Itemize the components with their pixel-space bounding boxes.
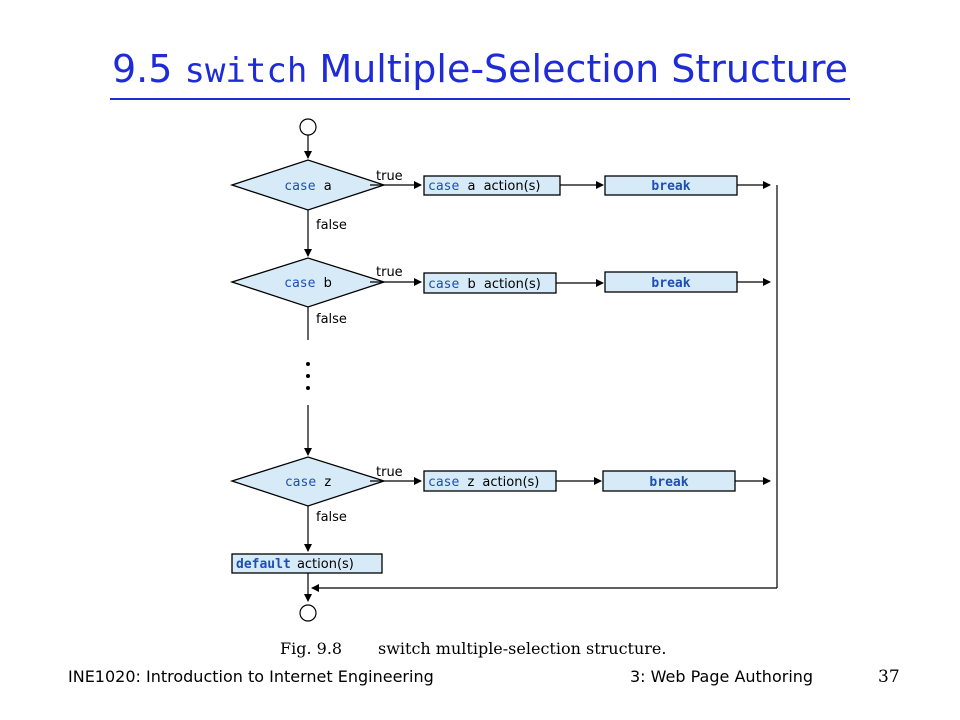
false-label: false [316, 312, 347, 327]
title-text: Multiple-Selection Structure [319, 47, 849, 91]
action-suffix: action(s) [482, 475, 539, 490]
case-keyword: case [284, 179, 315, 194]
footer-course: INE1020: Introduction to Internet Engine… [68, 667, 434, 686]
action-suffix: action(s) [484, 277, 541, 292]
true-label: true [376, 265, 403, 280]
svg-text:case b: case b [284, 276, 332, 291]
case-keyword: case [428, 179, 459, 194]
svg-text:case a: case a [284, 179, 331, 194]
case-b-action-name: b [467, 277, 475, 292]
case-a-label: a [324, 179, 332, 194]
case-keyword: case [284, 276, 315, 291]
page-number: 37 [878, 667, 900, 687]
break-label: break [651, 276, 690, 291]
start-node [299, 118, 317, 136]
false-label: false [316, 510, 347, 525]
figure-number: Fig. 9.8 [280, 639, 342, 658]
true-label: true [376, 465, 403, 480]
false-label: false [316, 218, 347, 233]
true-label: true [376, 169, 403, 184]
figure-caption: switch multiple-selection structure. [378, 639, 666, 658]
ellipsis-dot [306, 362, 310, 366]
action-suffix: action(s) [297, 557, 354, 572]
ellipsis-dot [306, 374, 310, 378]
end-node [299, 604, 317, 622]
case-keyword: case [285, 475, 316, 490]
ellipsis-dot [306, 386, 310, 390]
default-keyword: default [236, 557, 291, 572]
footer-section: 3: Web Page Authoring [630, 667, 814, 686]
slide-title: 9.5 switch Multiple-Selection Structure [0, 46, 960, 100]
case-z-label: z [324, 475, 331, 490]
case-keyword: case [428, 277, 459, 292]
svg-text:case a action(s): case a action(s) [428, 179, 541, 194]
svg-text:default action(s): default action(s) [236, 557, 354, 572]
break-label: break [651, 179, 690, 194]
action-suffix: action(s) [484, 179, 541, 194]
svg-text:case b action(s): case b action(s) [428, 277, 541, 292]
svg-text:case z action(s): case z action(s) [428, 475, 539, 490]
case-keyword: case [428, 475, 459, 490]
case-a-action-name: a [467, 179, 475, 194]
break-label: break [649, 475, 688, 490]
case-z-action-name: z [467, 475, 474, 490]
case-b-label: b [324, 276, 332, 291]
title-keyword: switch [184, 51, 308, 91]
default-action-box [231, 553, 383, 574]
svg-text:case z: case z [285, 475, 331, 490]
title-number: 9.5 [111, 47, 173, 91]
